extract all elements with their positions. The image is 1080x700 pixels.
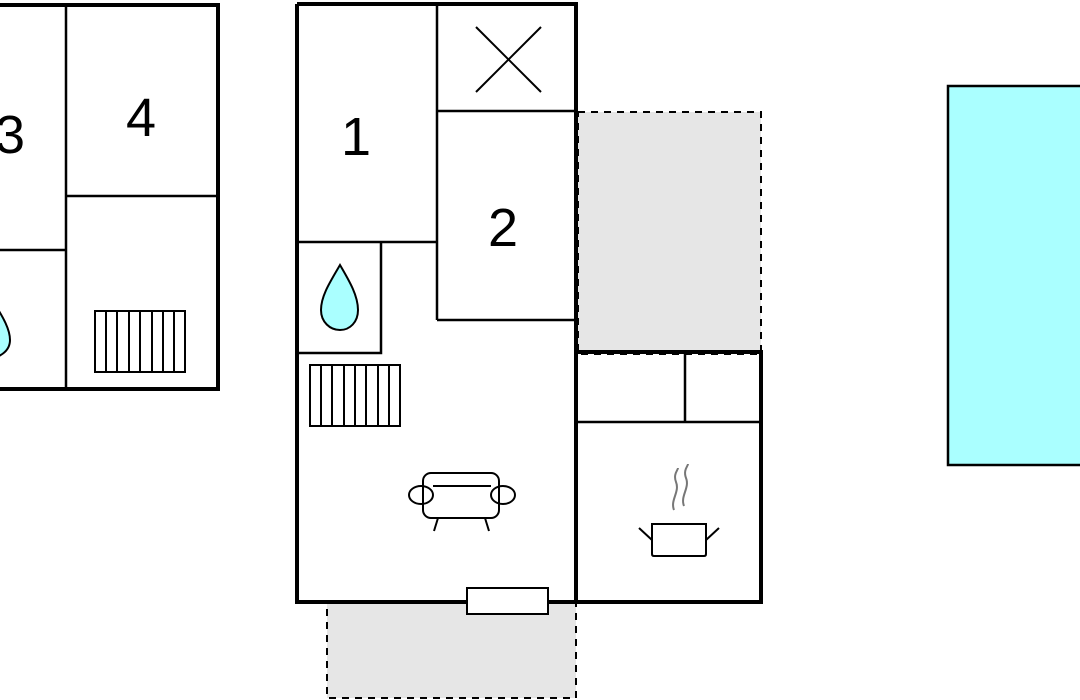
room-label-1: 1	[341, 107, 371, 167]
sofa-icon	[408, 472, 516, 532]
storage-x-icon	[475, 26, 542, 93]
entrance-door	[466, 587, 549, 615]
room-label-3: 3	[0, 105, 25, 165]
terrace-bottom	[326, 601, 577, 699]
water-drop-icon	[0, 310, 12, 357]
water-drop-icon	[319, 263, 360, 332]
swimming-pool	[946, 84, 1080, 467]
main-building-outline	[295, 2, 763, 604]
cooking-pot-icon	[638, 463, 720, 557]
radiator-icon	[309, 364, 401, 427]
room-label-2: 2	[488, 198, 518, 258]
room-label-4: 4	[126, 88, 156, 148]
main-building: 1 2	[295, 2, 763, 615]
interior-wall	[297, 242, 383, 355]
terrace-right	[577, 111, 762, 355]
radiator-icon	[94, 310, 186, 373]
left-building: 3 4	[0, 3, 220, 391]
